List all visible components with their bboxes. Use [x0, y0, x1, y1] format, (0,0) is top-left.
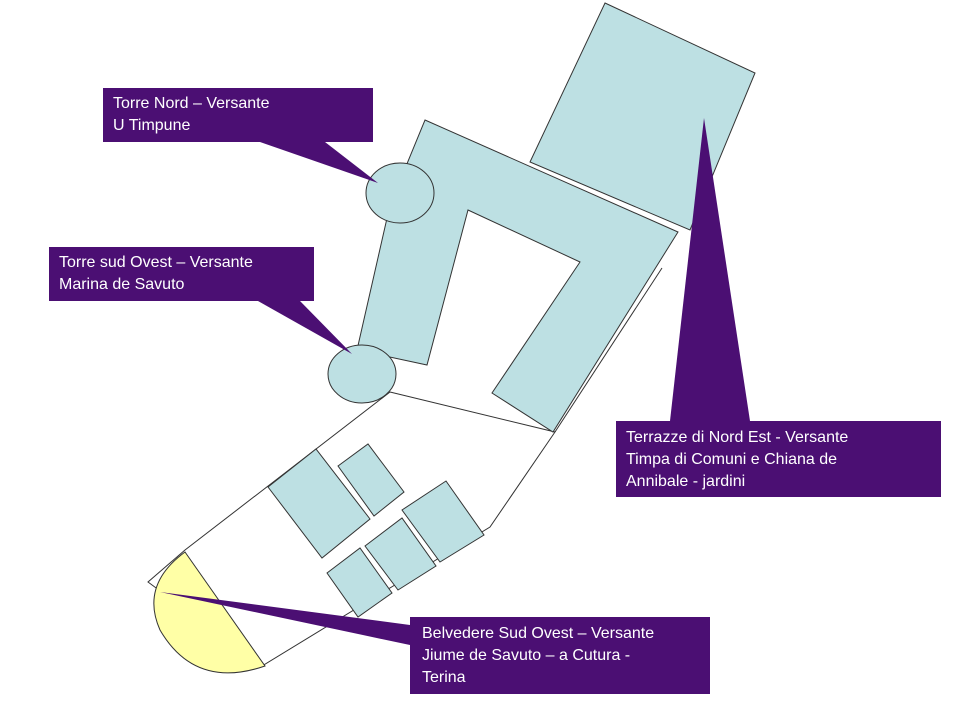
room-4 — [364, 517, 437, 591]
callout-terrazze — [616, 118, 941, 497]
belvedere-area — [153, 551, 266, 674]
callout-torre-sud-ovest — [49, 247, 352, 354]
room-1 — [267, 448, 371, 559]
main-wing-edge — [554, 267, 663, 433]
room-5 — [326, 547, 393, 618]
room-2 — [337, 443, 405, 517]
terrazze-label: Terrazze di Nord Est - Versante Timpa di… — [626, 429, 849, 490]
torre-nord-tower — [365, 162, 435, 224]
callout-belvedere — [160, 592, 710, 694]
torre-sud-ovest-label: Torre sud Ovest – Versante Marina de Sav… — [59, 254, 253, 293]
torre-nord-label: Torre Nord – Versante U Timpune — [113, 95, 270, 134]
main-building-wing — [356, 119, 679, 433]
torre-sud-ovest-tower — [327, 344, 397, 404]
room-3 — [401, 480, 485, 563]
callout-torre-nord — [103, 88, 378, 183]
belvedere-label: Belvedere Sud Ovest – Versante Jiume de … — [422, 625, 655, 686]
